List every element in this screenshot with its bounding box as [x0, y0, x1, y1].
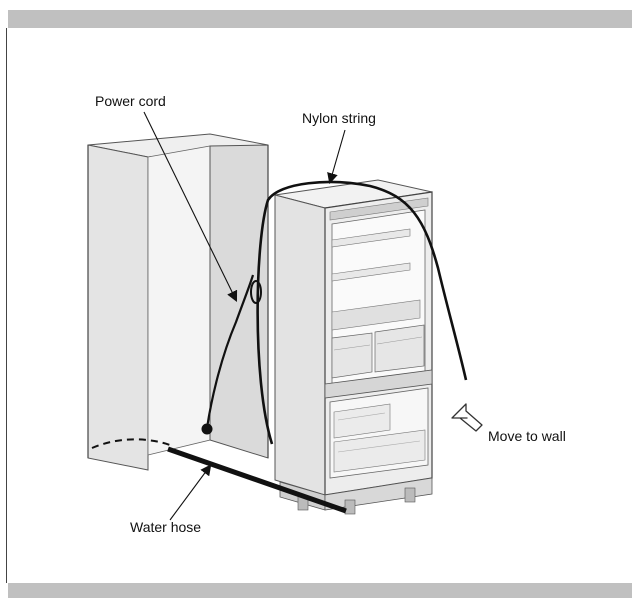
nylon-string-label: Nylon string — [302, 110, 376, 126]
nylon-string-leader — [327, 129, 346, 185]
power-cord-plug — [201, 423, 213, 435]
move-direction-arrow-icon — [451, 403, 483, 432]
nylon-string-line — [256, 180, 468, 445]
power-cord-line — [205, 274, 255, 429]
power-cord-leader — [143, 111, 238, 302]
left-border-line — [6, 28, 7, 583]
move-to-wall-label: Move to wall — [488, 428, 566, 444]
refrigerator — [274, 179, 433, 515]
water-hose-label: Water hose — [130, 519, 202, 535]
power-cord-loop — [250, 280, 262, 304]
water-hose-line — [167, 446, 347, 514]
power-cord-label: Power cord — [95, 93, 166, 109]
water-hose-leader — [169, 464, 212, 521]
cabinet-enclosure — [87, 133, 269, 471]
top-gray-bar — [8, 10, 632, 28]
bottom-gray-bar — [8, 583, 632, 598]
